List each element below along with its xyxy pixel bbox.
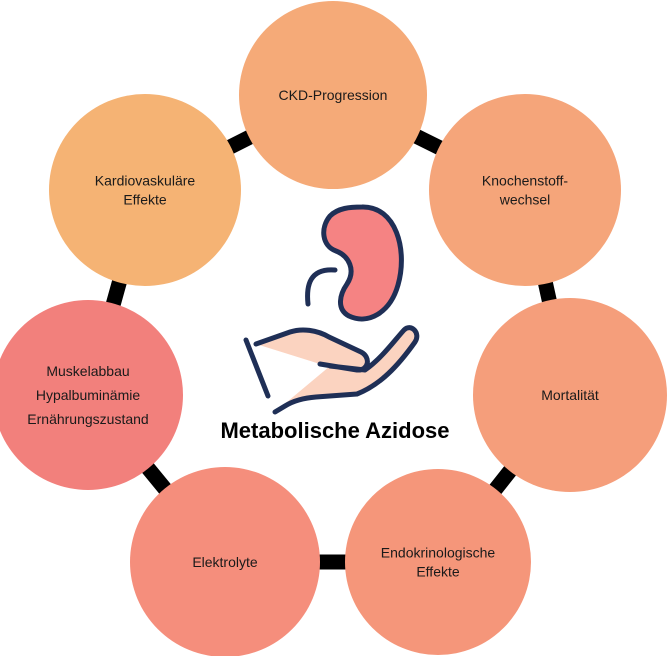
node-label-muskel: Ernährungszustand: [27, 411, 148, 427]
node-label-kardio: Effekte: [123, 192, 167, 208]
hand-icon: [253, 325, 420, 415]
node-label-endokrin: Effekte: [416, 564, 460, 580]
node-label-muskel: Hypalbuminämie: [36, 387, 140, 403]
node-circle-ckd: [239, 1, 427, 189]
ureter-icon-part: [305, 267, 338, 307]
hand-cuff-icon: [243, 337, 271, 399]
node-label-knochen: Knochenstoff-: [482, 173, 568, 189]
node-label-muskel: Muskelabbau: [46, 363, 129, 379]
node-circle-kardio: [49, 94, 241, 286]
node-label-endokrin: Endokrinologische: [381, 545, 496, 561]
node-circle-knochen: [429, 94, 621, 286]
kidney-in-hand-icon: [243, 204, 420, 415]
node-label-ckd: CKD-Progression: [279, 87, 388, 103]
kidney-icon: [321, 204, 404, 322]
node-muskel: MuskelabbauHypalbuminämieErnährungszusta…: [0, 300, 183, 490]
node-circle-muskel: [0, 300, 183, 490]
node-knochen: Knochenstoff-wechsel: [429, 94, 621, 286]
node-label-elektrolyte: Elektrolyte: [192, 554, 258, 570]
node-circle-elektrolyte: [130, 467, 320, 656]
node-label-kardio: Kardiovaskuläre: [95, 173, 196, 189]
node-mortalitaet: Mortalität: [473, 298, 667, 492]
node-ckd: CKD-Progression: [239, 1, 427, 189]
node-circle-endokrin: [345, 469, 531, 655]
node-label-mortalitaet: Mortalität: [541, 387, 599, 403]
node-label-knochen: wechsel: [499, 192, 551, 208]
node-elektrolyte: Elektrolyte: [130, 467, 320, 656]
center-title: Metabolische Azidose: [220, 418, 449, 443]
node-circle-mortalitaet: [473, 298, 667, 492]
